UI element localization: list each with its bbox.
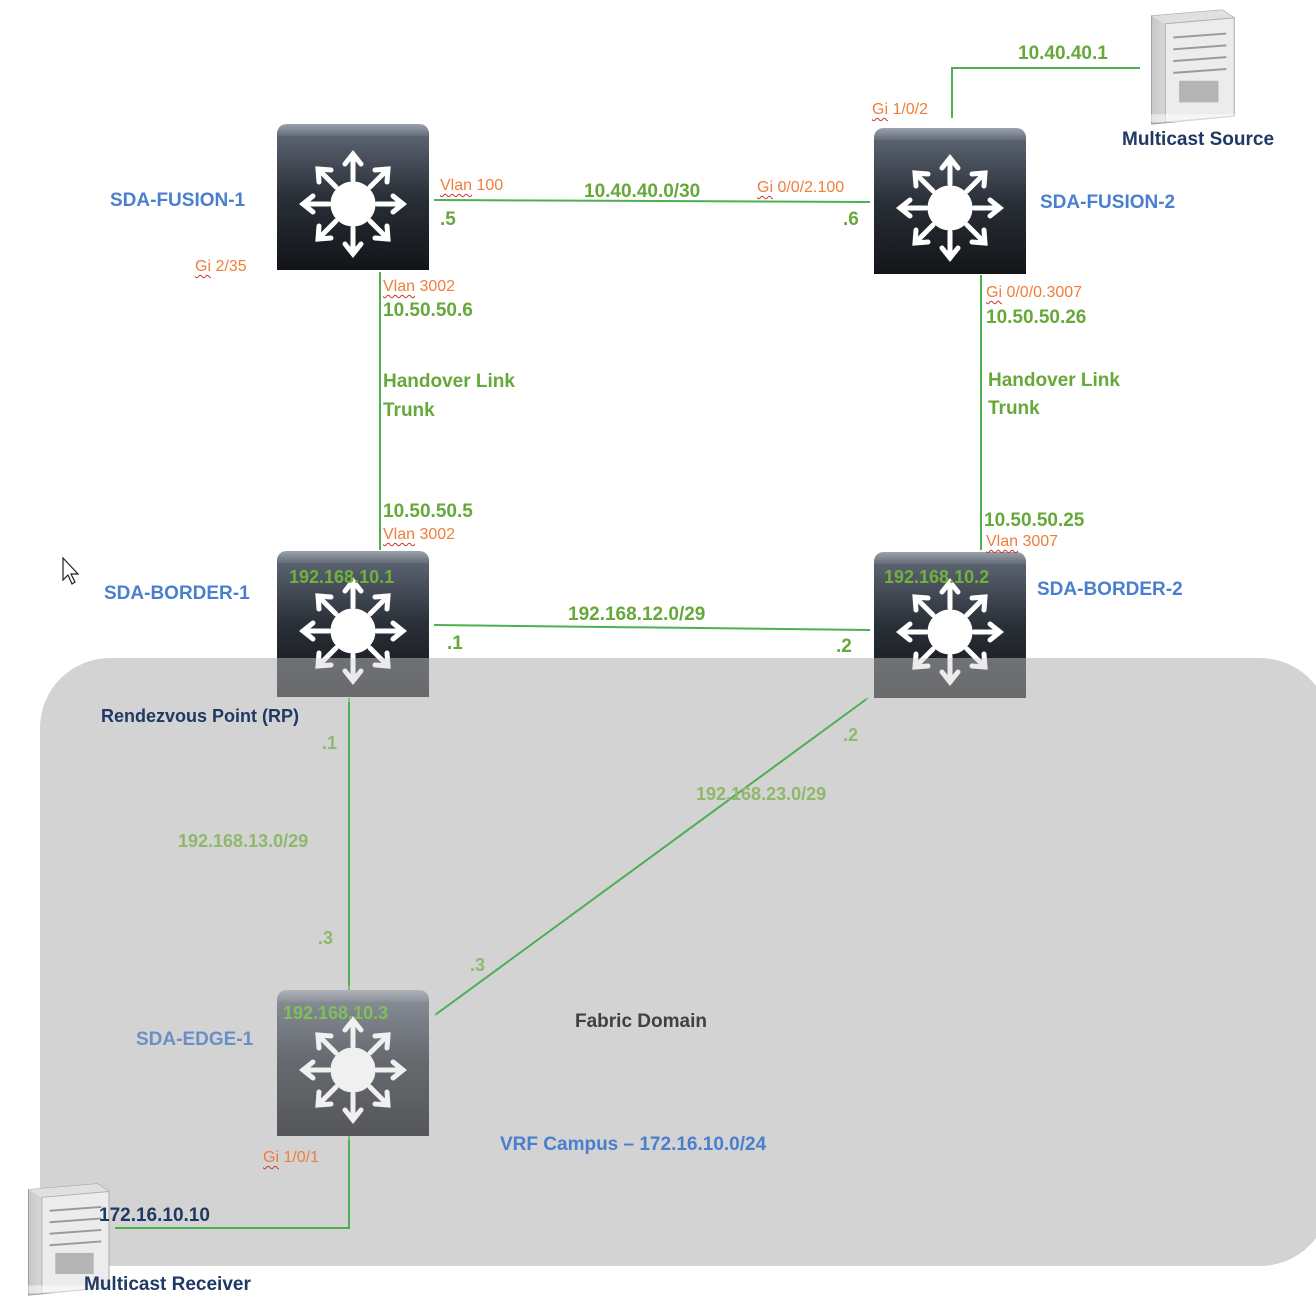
b1-edge-subnet: 192.168.13.0/29	[178, 831, 309, 851]
b2-edge-b2-host: .2	[843, 725, 859, 745]
border-subnet: 192.168.12.0/29	[568, 604, 706, 625]
handover1-bottom-ip: 10.50.50.5	[383, 501, 473, 522]
source-server-icon	[1130, 8, 1242, 126]
mouse-cursor-icon	[62, 556, 80, 585]
fusion1-label: SDA-FUSION-1	[110, 190, 246, 211]
handover2-top-intf: Gi 0/0/0.3007	[986, 284, 1083, 301]
receiver-label: Multicast Receiver	[84, 1274, 251, 1295]
source-label: Multicast Source	[1122, 129, 1275, 150]
fusion1-extra-intf: Gi 2/35	[195, 258, 247, 275]
receiver-ip: 172.16.10.10	[99, 1205, 210, 1226]
edge1-label: SDA-EDGE-1	[136, 1029, 254, 1050]
fusion1-host: .5	[440, 209, 456, 230]
receiver-link	[115, 1135, 350, 1229]
fusion2-intf: Gi 0/0/2.100	[757, 179, 845, 196]
fabric-domain-label: Fabric Domain	[575, 1011, 707, 1032]
rp-label: Rendezvous Point (RP)	[101, 706, 300, 726]
receiver-intf: Gi 1/0/1	[263, 1149, 320, 1166]
source-link	[951, 67, 1140, 118]
fusion1-intf: Vlan 100	[440, 177, 504, 194]
handover1-line2: Trunk	[383, 400, 435, 421]
fusion2-switch-icon	[874, 128, 1026, 274]
b2-edge-subnet: 192.168.23.0/29	[696, 784, 827, 804]
fabric-domain-area	[40, 658, 1316, 1266]
handover1-top-intf: Vlan 3002	[383, 278, 456, 295]
fusion-link	[433, 199, 871, 203]
edge1-loopback: 192.168.10.3	[283, 1003, 389, 1023]
border-link	[433, 624, 871, 631]
handover2-bottom-ip: 10.50.50.25	[984, 510, 1085, 531]
handover1-top-ip: 10.50.50.6	[383, 300, 473, 321]
border1-host: .1	[447, 633, 463, 654]
b1-edge-b1-host: .1	[322, 733, 338, 753]
border1-label: SDA-BORDER-1	[104, 583, 250, 604]
handover2-top-ip: 10.50.50.26	[986, 307, 1087, 328]
b2-edge-edge-host: .3	[470, 955, 486, 975]
border2-host: .2	[836, 636, 852, 657]
border2-edge-link	[434, 697, 869, 1016]
fusion-subnet: 10.40.40.0/30	[584, 181, 701, 202]
border2-label: SDA-BORDER-2	[1037, 579, 1183, 600]
fusion2-label: SDA-FUSION-2	[1040, 192, 1176, 213]
handover1-line1: Handover Link	[383, 371, 515, 392]
fusion2-host: .6	[843, 209, 859, 230]
source-ip: 10.40.40.1	[1018, 43, 1108, 64]
handover1-bottom-intf: Vlan 3002	[383, 526, 456, 543]
vrf-label: VRF Campus – 172.16.10.0/24	[500, 1134, 767, 1155]
handover2-bottom-intf: Vlan 3007	[986, 533, 1059, 550]
border2-loopback: 192.168.10.2	[884, 567, 990, 587]
fusion1-switch-icon	[277, 124, 429, 270]
handover2-line1: Handover Link	[988, 370, 1120, 391]
border1-loopback: 192.168.10.1	[289, 567, 395, 587]
source-intf: Gi 1/0/2	[872, 101, 929, 118]
b1-edge-edge-host: .3	[318, 928, 334, 948]
handover2-line2: Trunk	[988, 398, 1040, 419]
